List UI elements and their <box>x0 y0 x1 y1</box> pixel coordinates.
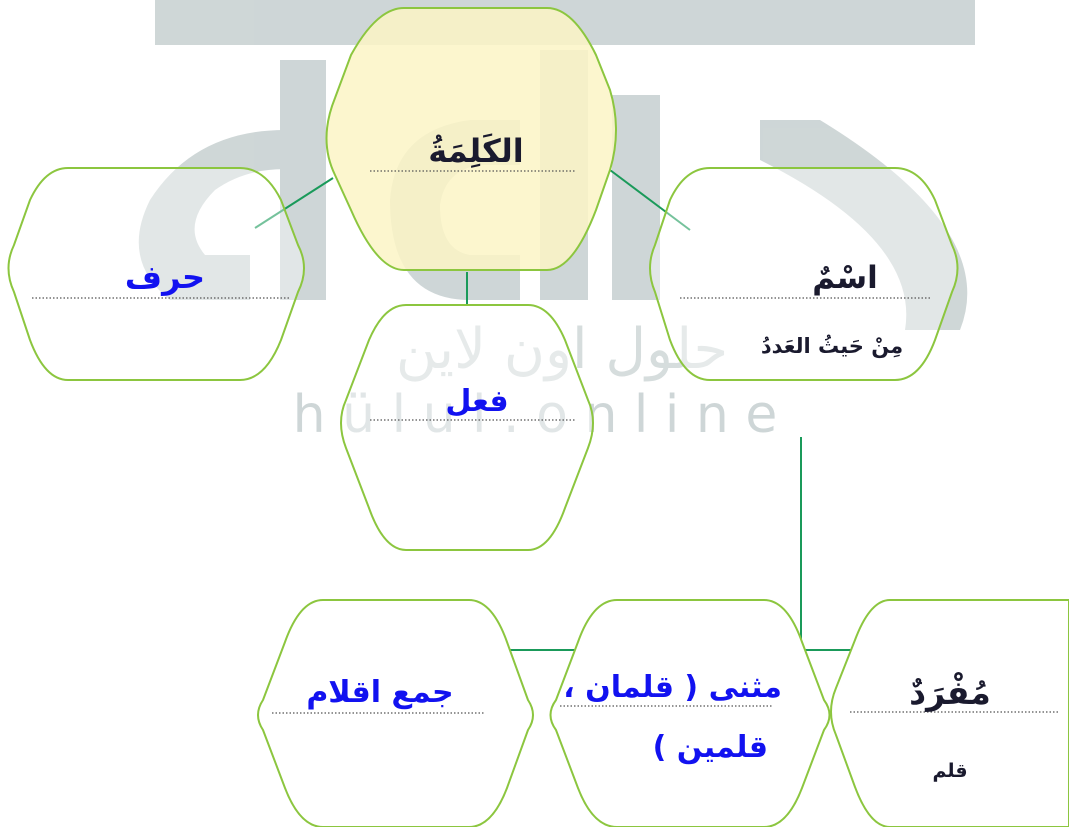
muthanna-hexagon <box>549 599 831 827</box>
mufrad-label: مُفْرَدٌ <box>909 673 991 712</box>
muthanna-label-line2: قلمين ) <box>652 730 768 765</box>
watermark-arabic-text: حلول اون لاين <box>396 317 728 382</box>
hexagons <box>7 7 1069 827</box>
mufrad-hexagon <box>830 599 1069 827</box>
harf-hexagon <box>7 167 305 381</box>
root-label: الكَلِمَةُ <box>428 132 524 170</box>
answer-lines <box>32 170 1060 714</box>
harf-label: حرف <box>124 258 206 296</box>
watermark-stroke-3 <box>612 95 660 300</box>
fil-hexagon <box>340 304 594 551</box>
ism-label: اسْمٌ <box>812 260 878 296</box>
connector-root-harf <box>254 177 334 229</box>
mufrad-example: قلم <box>932 760 968 782</box>
fil-label: فعل <box>445 384 509 419</box>
root-hexagon <box>325 7 617 271</box>
watermark-latin-text: h ü l u l . o n l i n e <box>293 385 778 445</box>
ism-subtitle: مِنْ حَيثُ العَددُ <box>760 334 904 358</box>
watermark-letter-ha <box>760 120 968 330</box>
connector-root-ism <box>609 169 691 231</box>
muthanna-label-line1: مثنى ( قلمان ، <box>563 670 782 705</box>
connectors <box>254 169 863 655</box>
ism-hexagon <box>649 167 959 381</box>
watermark-letter-dal <box>138 130 300 300</box>
jam-label: جمع اقلام <box>306 675 454 710</box>
